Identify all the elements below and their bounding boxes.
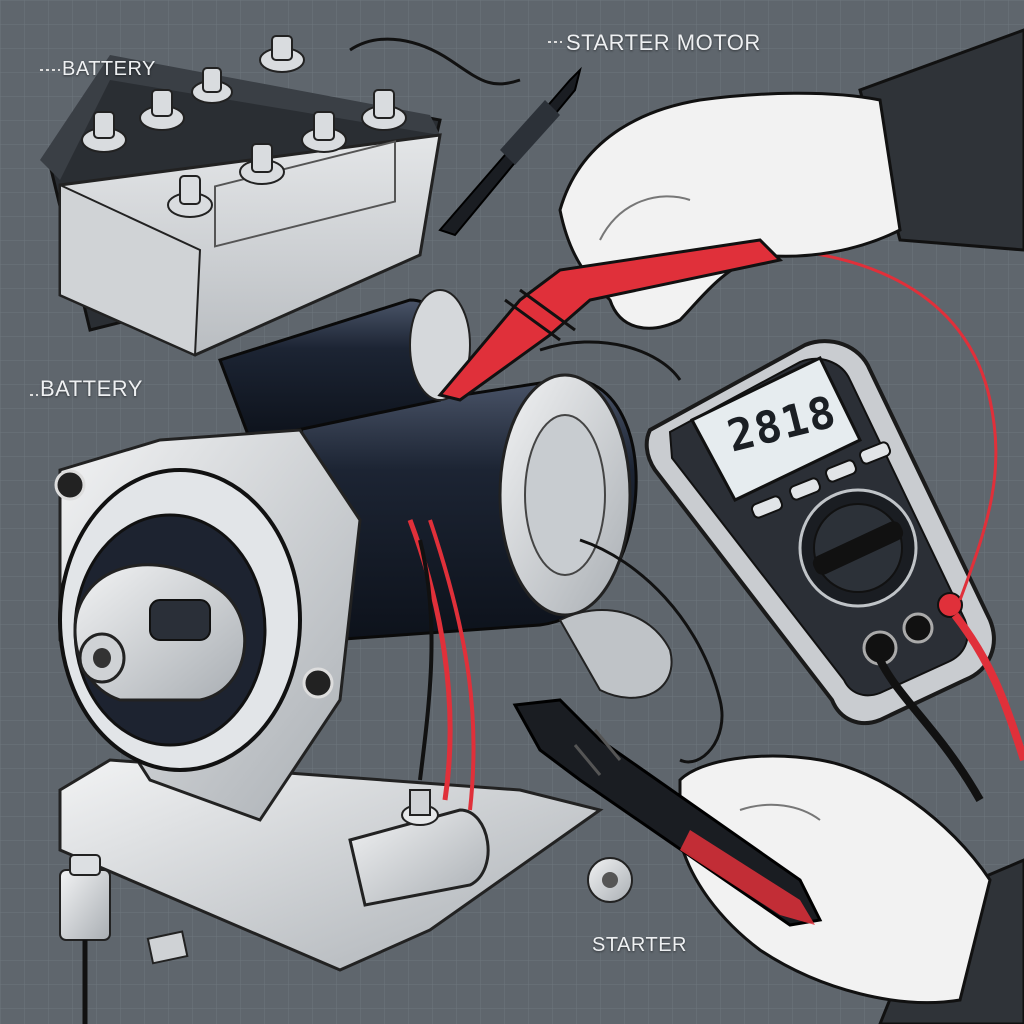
test-probe-icon	[438, 66, 582, 237]
label-battery-top: BATTERY	[62, 58, 156, 80]
connector-icon	[59, 854, 111, 1024]
label-starter-motor: STARTER MOTOR	[566, 30, 761, 55]
battery-icon	[40, 35, 521, 357]
label-starter: STARTER	[592, 934, 687, 956]
hand-icon	[437, 28, 1024, 402]
starter-motor-icon	[54, 289, 724, 972]
loose-parts	[59, 609, 673, 1024]
label-battery-mid: BATTERY	[40, 376, 143, 401]
multimeter-icon	[644, 246, 1024, 802]
hand-icon-bottom	[512, 698, 1024, 1024]
